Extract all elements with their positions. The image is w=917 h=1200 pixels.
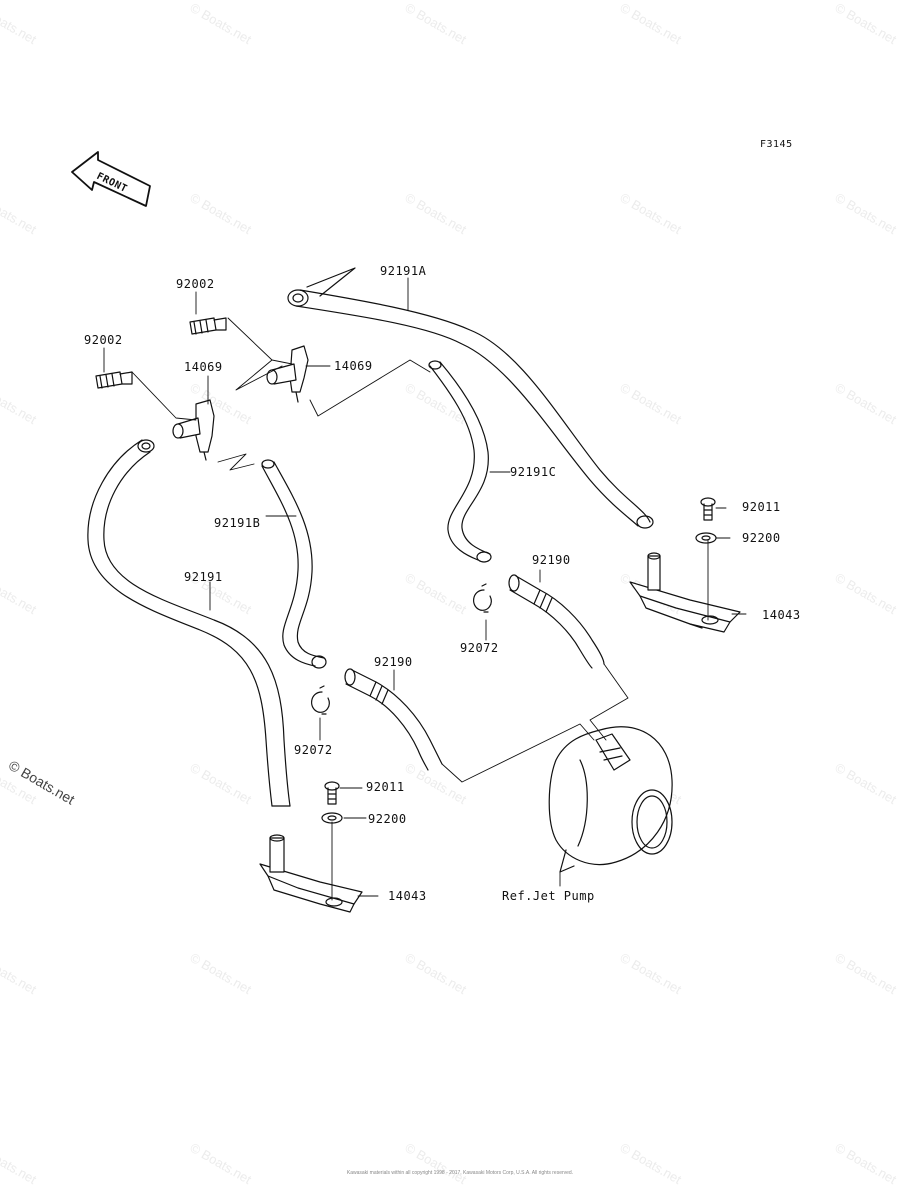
part-label-92072-upper: 92072 — [460, 641, 499, 655]
bolt-92011-right — [700, 497, 716, 521]
part-label-92011-right: 92011 — [742, 500, 781, 514]
bolt-92002-upper — [189, 317, 227, 335]
clamp-92072-lower — [311, 685, 330, 715]
hose-92191 — [87, 439, 291, 807]
part-label-92002-upper: 92002 — [176, 277, 215, 291]
hose-92191b — [261, 459, 327, 669]
part-label-92191a: 92191A — [380, 264, 427, 278]
part-label-92200-right: 92200 — [742, 531, 781, 545]
bracket-14043-left — [259, 834, 363, 913]
part-label-92190-upper: 92190 — [532, 553, 571, 567]
part-label-14043-left: 14043 — [388, 889, 427, 903]
washer-92200-right — [695, 532, 717, 544]
part-label-92191c: 92191C — [510, 465, 557, 479]
hose-92191a — [287, 267, 654, 529]
part-label-14043-right: 14043 — [762, 608, 801, 622]
part-label-92072-lower: 92072 — [294, 743, 333, 757]
front-arrow-icon — [71, 151, 151, 207]
jet-pump-drawing — [548, 726, 673, 873]
part-label-92191: 92191 — [184, 570, 223, 584]
part-label-14069-right: 14069 — [334, 359, 373, 373]
leader-lines — [103, 277, 747, 901]
hose-92190-upper — [508, 574, 605, 669]
fitting-14069-right — [266, 345, 309, 403]
part-label-92002-lower: 92002 — [84, 333, 123, 347]
hose-92191c — [428, 360, 492, 563]
part-label-92011-left: 92011 — [366, 780, 405, 794]
part-label-92200-left: 92200 — [368, 812, 407, 826]
copyright-text: Kawasaki materials within all copyright … — [346, 1170, 574, 1176]
part-label-92190-lower: 92190 — [374, 655, 413, 669]
washer-92200-left — [321, 812, 343, 824]
reference-label-jet-pump: Ref.Jet Pump — [502, 889, 595, 903]
bracket-14043-right — [629, 552, 741, 633]
part-label-14069-left: 14069 — [184, 360, 223, 374]
bolt-92011-left — [324, 781, 340, 805]
bolt-92002-lower — [95, 371, 133, 389]
clamp-92072-upper — [473, 583, 492, 613]
part-label-92191b: 92191B — [214, 516, 261, 530]
fitting-14069-left — [172, 399, 215, 461]
hose-92190-lower — [344, 668, 443, 771]
figure-code: F3145 — [760, 139, 793, 150]
